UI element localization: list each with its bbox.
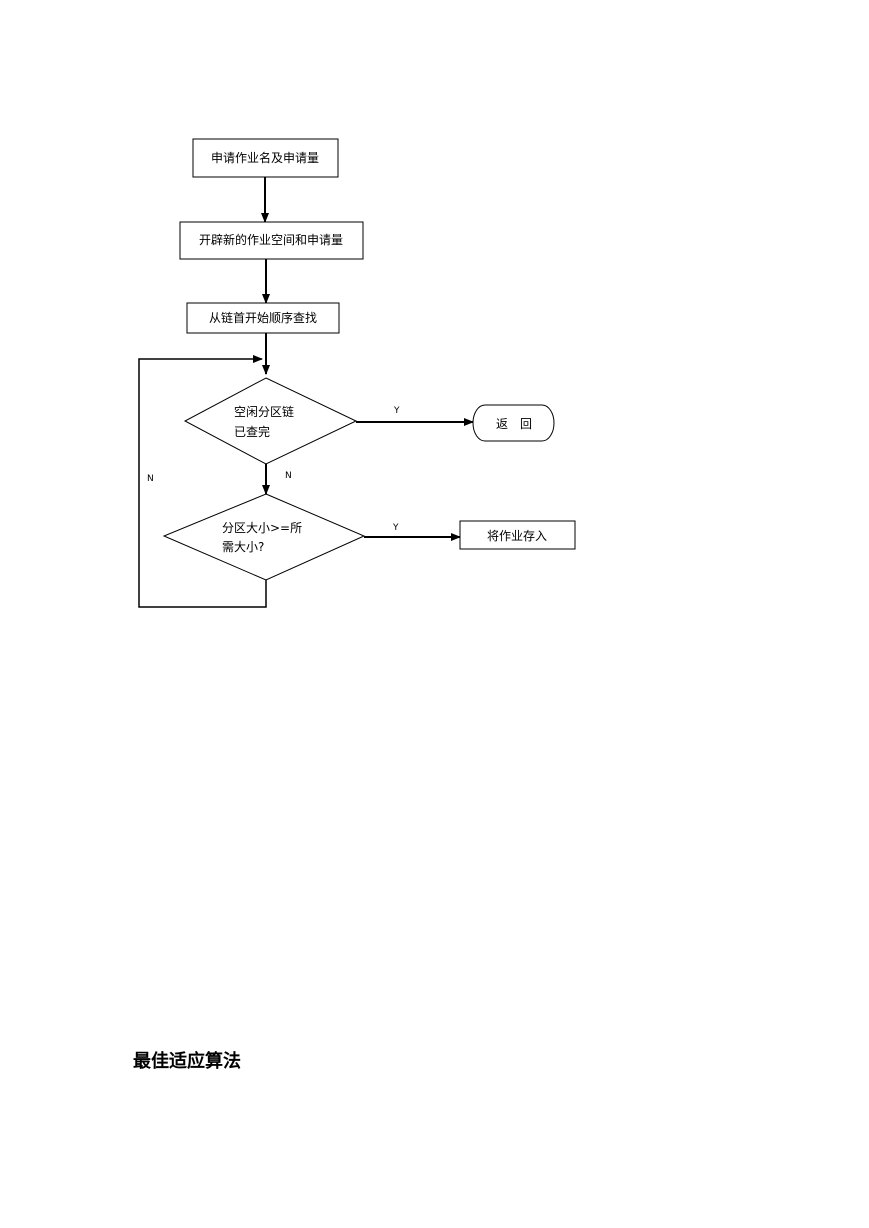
check-end-node: 空闲分区链 已查完 [183, 377, 358, 465]
search-node: 从链首开始顺序查找 [186, 302, 340, 334]
search-node-label: 从链首开始顺序查找 [209, 310, 317, 325]
store-node-label: 将作业存入 [487, 529, 547, 543]
return-node-label: 返 回 [496, 417, 532, 431]
apply-node-label: 申请作业名及申请量 [211, 150, 319, 165]
allocate-node-label: 开辟新的作业空间和申请量 [199, 232, 343, 247]
edge-label-size-no: N [147, 474, 154, 484]
flowchart: 申请作业名及申请量 开辟新的作业空间和申请量 从链首开始顺序查找 空闲分区链 已… [138, 138, 576, 608]
apply-node: 申请作业名及申请量 [192, 138, 339, 178]
edge-label-end-no: N [285, 471, 292, 481]
return-node: 返 回 [472, 404, 555, 442]
store-node: 将作业存入 [459, 520, 576, 550]
check-end-line-2: 已查完 [234, 424, 270, 439]
edge-label-end-yes: Y [393, 406, 400, 416]
check-size-line-1: 分区大小>=所 [222, 521, 302, 535]
check-size-line-2: 需大小? [222, 540, 264, 554]
allocate-node: 开辟新的作业空间和申请量 [179, 221, 364, 260]
section-heading: 最佳适应算法 [133, 1051, 241, 1072]
edge-label-size-yes: Y [392, 523, 399, 533]
check-size-node: 分区大小>=所 需大小? [162, 493, 366, 581]
edge-check-size-no-loop [138, 355, 267, 608]
check-end-line-1: 空闲分区链 [234, 404, 294, 419]
